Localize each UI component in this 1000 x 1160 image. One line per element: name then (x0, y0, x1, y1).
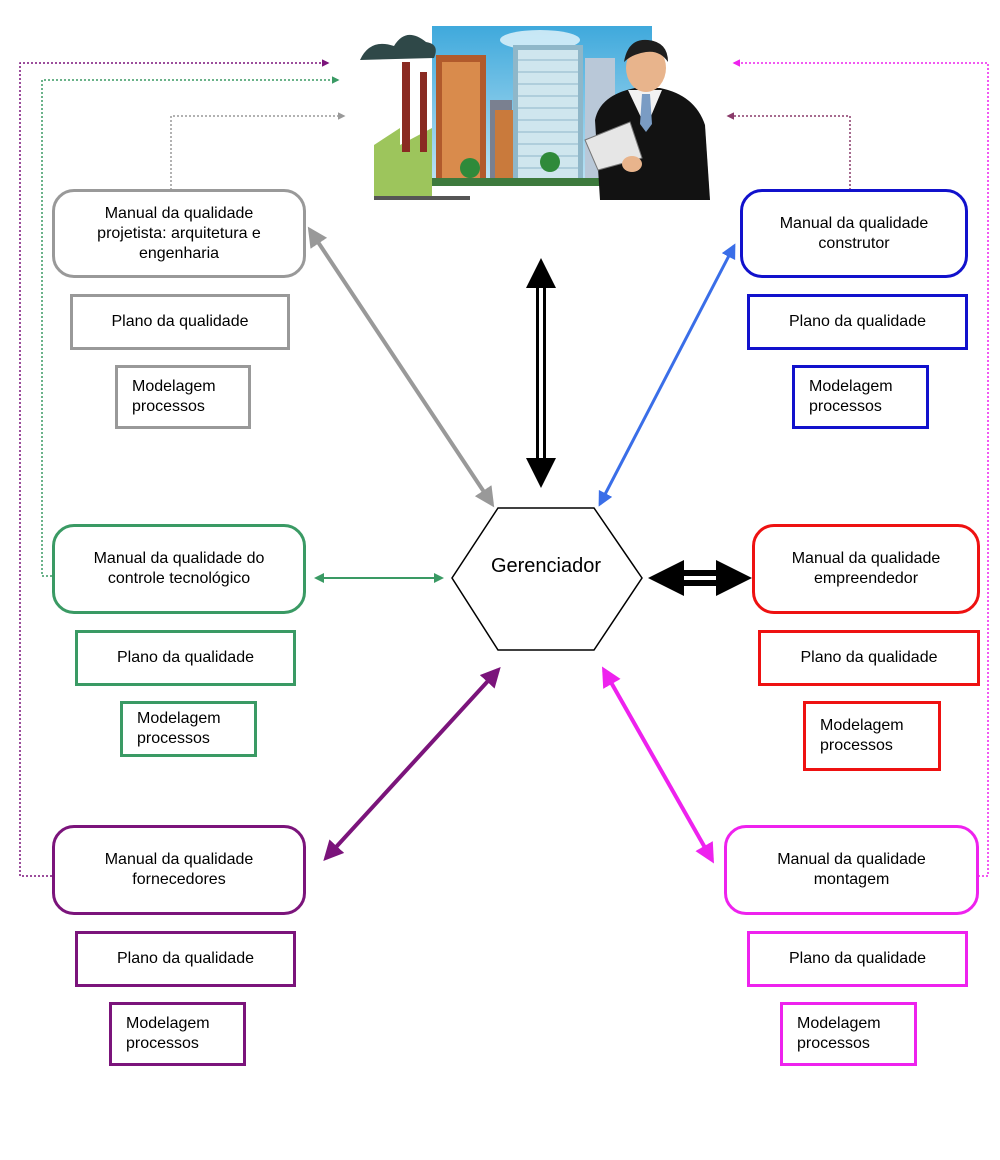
city-factory-businessman-illustration (360, 26, 710, 200)
manual-controle: Manual da qualidade do controle tecnológ… (52, 524, 306, 614)
modelagem-controle: Modelagem processos (120, 701, 257, 757)
plano-fornecedores: Plano da qualidade (75, 931, 296, 987)
manual-construtor: Manual da qualidade construtor (740, 189, 968, 278)
modelagem-fornecedores: Modelagem processos (109, 1002, 246, 1066)
plano-projetista: Plano da qualidade (70, 294, 290, 350)
gerenciador-hexagon (451, 507, 643, 651)
modelagem-montagem: Modelagem processos (780, 1002, 917, 1066)
manual-projetista: Manual da qualidade projetista: arquitet… (52, 189, 306, 278)
arrow-empreendedor (648, 560, 752, 596)
modelagem-empreendedor: Modelagem processos (803, 701, 941, 771)
manual-fornecedores: Manual da qualidade fornecedores (52, 825, 306, 915)
dotted-line-montagem (732, 59, 989, 877)
modelagem-projetista: Modelagem processos (115, 365, 251, 429)
arrow-construtor (598, 243, 736, 507)
arrow-fornecedores (323, 667, 501, 861)
plano-empreendedor: Plano da qualidade (758, 630, 980, 686)
plano-construtor: Plano da qualidade (747, 294, 968, 350)
plano-montagem: Plano da qualidade (747, 931, 968, 987)
arrow-projetista (307, 226, 495, 508)
arrow-montagem (602, 666, 714, 864)
manual-empreendedor: Manual da qualidade empreendedor (752, 524, 980, 614)
dotted-line-construtor (726, 112, 851, 190)
manual-montagem: Manual da qualidade montagem (724, 825, 979, 915)
dotted-line-controle (41, 76, 340, 577)
dotted-line-fornecedores (19, 59, 330, 877)
plano-controle: Plano da qualidade (75, 630, 296, 686)
connection-arrows (307, 226, 736, 864)
gerenciador-label: Gerenciador (490, 555, 602, 577)
modelagem-construtor: Modelagem processos (792, 365, 929, 429)
arrow-illustration-gerenciador (526, 258, 556, 488)
dotted-line-projetista (170, 112, 346, 190)
dotted-feedback-lines (19, 59, 989, 877)
